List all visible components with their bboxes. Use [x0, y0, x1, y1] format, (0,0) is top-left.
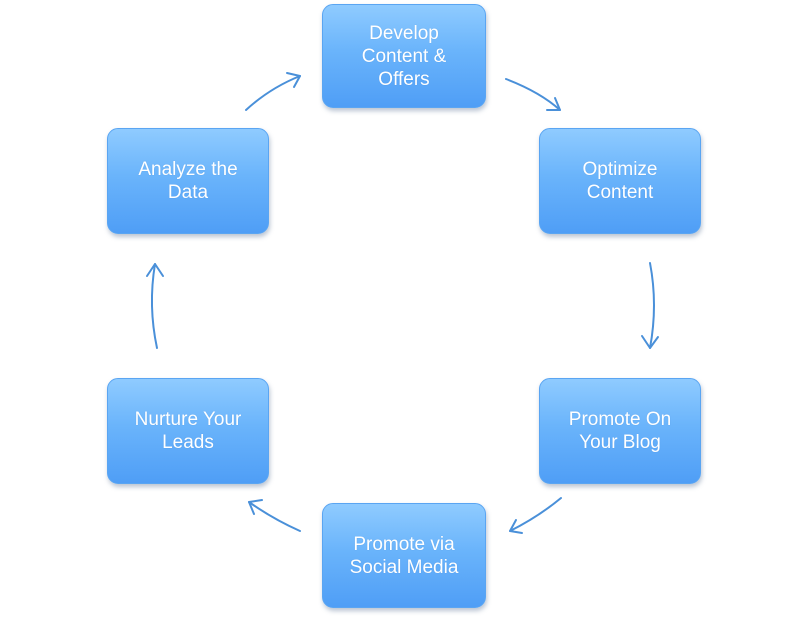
node-promote-on-blog[interactable]: Promote On Your Blog — [539, 378, 701, 484]
node-label: Promote via Social Media — [349, 533, 459, 578]
arrow-blog-to-social — [509, 497, 562, 534]
node-label: Nurture Your Leads — [134, 409, 242, 453]
node-label: Optimize Content — [582, 159, 658, 203]
node-label: Develop Content & Offers — [361, 22, 447, 90]
arrow-analyze-to-develop — [245, 72, 301, 111]
node-optimize-content[interactable]: Optimize Content — [539, 128, 701, 234]
node-label: Promote On Your Blog — [568, 409, 672, 453]
node-nurture-leads[interactable]: Nurture Your Leads — [107, 378, 269, 484]
node-develop-content-offers[interactable]: Develop Content & Offers — [322, 4, 486, 108]
arrow-social-to-nurture — [248, 499, 301, 532]
arrow-optimize-to-blog — [641, 262, 659, 349]
arrow-develop-to-optimize — [505, 78, 561, 111]
arrow-nurture-to-analyze — [146, 263, 164, 349]
node-label: Analyze the Data — [138, 159, 238, 203]
node-promote-social-media[interactable]: Promote via Social Media — [322, 503, 486, 608]
node-analyze-data[interactable]: Analyze the Data — [107, 128, 269, 234]
